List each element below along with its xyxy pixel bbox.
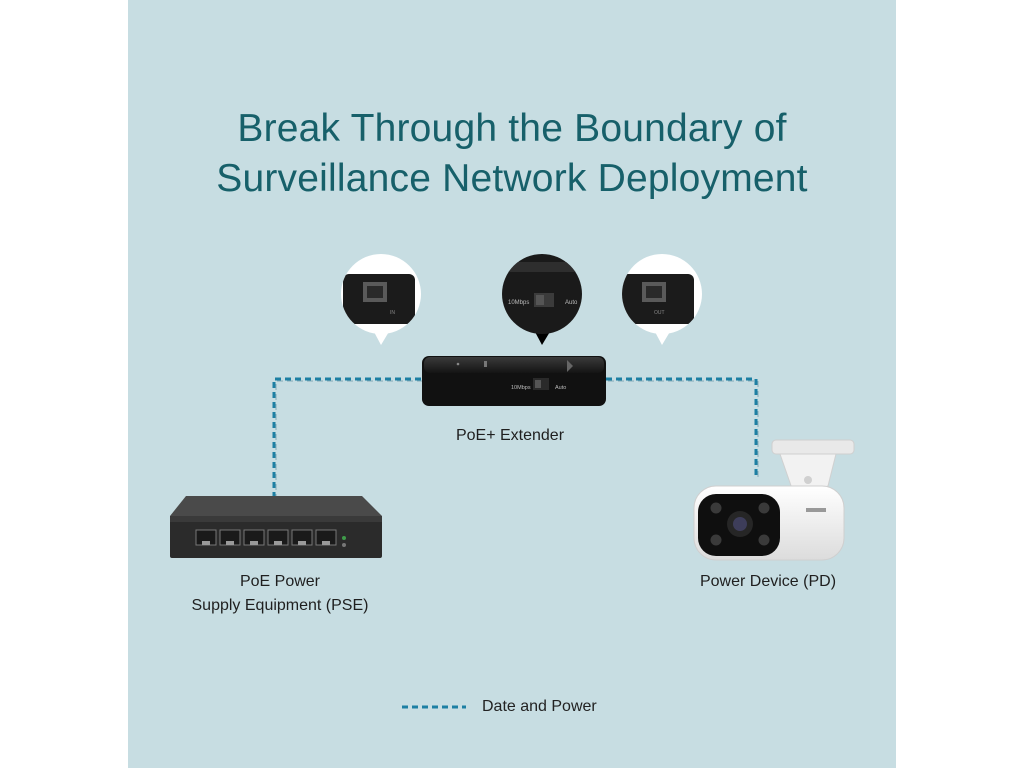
legend-dashed-line-icon xyxy=(402,705,466,709)
extender-switch-right: Auto xyxy=(555,385,566,391)
pse-label: PoE Power Supply Equipment (PSE) xyxy=(150,570,410,618)
cable-extender-to-pd xyxy=(606,377,759,478)
title-line-2: Surveillance Network Deployment xyxy=(216,157,808,200)
callout-in-port: IN xyxy=(341,254,421,345)
callout-out-port: OUT xyxy=(622,254,702,345)
title-line-1: Break Through the Boundary of xyxy=(237,107,787,150)
callout-mode-switch: 10Mbps Auto xyxy=(502,254,582,345)
network-diagram: IN 10Mbps Auto xyxy=(170,254,855,561)
legend-label: Date and Power xyxy=(482,698,597,715)
pse-label-line-2: Supply Equipment (PSE) xyxy=(191,597,369,614)
out-port-label: OUT xyxy=(654,310,665,316)
bullet-camera-icon xyxy=(693,439,855,561)
in-port-label: IN xyxy=(390,310,395,316)
pd-label: Power Device (PD) xyxy=(699,573,837,590)
ethernet-port-icon xyxy=(642,282,666,302)
poe-switch-icon xyxy=(170,496,382,558)
callout-switch-right: Auto xyxy=(565,300,578,306)
callout-switch-left: 10Mbps xyxy=(508,300,529,306)
mode-switch-icon xyxy=(534,293,554,307)
ethernet-port-icon xyxy=(363,282,387,302)
diagram-panel: Break Through the Boundary of Surveillan… xyxy=(128,0,896,768)
cable-pse-to-extender xyxy=(272,377,424,500)
extender-switch-left: 10Mbps xyxy=(511,385,531,391)
extender-label: PoE+ Extender xyxy=(455,427,565,444)
pse-label-line-1: PoE Power xyxy=(239,573,321,590)
poe-extender-device: 10Mbps Auto xyxy=(422,356,606,406)
page-title: Break Through the Boundary of Surveillan… xyxy=(128,104,896,204)
